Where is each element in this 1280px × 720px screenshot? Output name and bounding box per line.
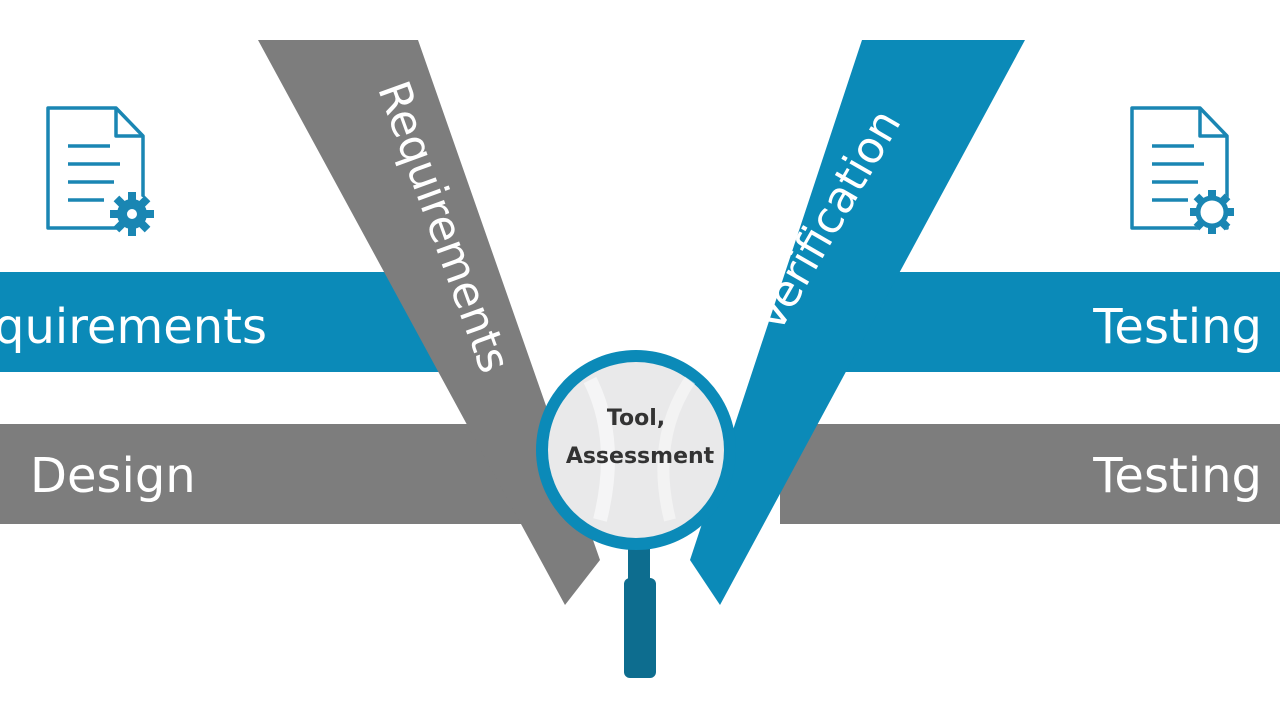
- right-diagonal-arm: [690, 40, 1025, 605]
- right-top-band: [830, 272, 1280, 372]
- left-top-band: [0, 272, 440, 372]
- lens-shine: [583, 376, 615, 522]
- magnifier-lens: [548, 362, 724, 538]
- magnifier-neck: [628, 545, 650, 585]
- right-bottom-band-label: Testing: [1092, 448, 1262, 504]
- magnifying-glass-icon: Tool, Assessment: [536, 350, 736, 678]
- left-top-band-label: quirements: [0, 299, 267, 355]
- right-top-band-label: Testing: [1092, 299, 1262, 355]
- right-bottom-band: [780, 424, 1280, 524]
- left-diagonal-arm: [258, 40, 600, 605]
- lens-label-line2: Assessment: [566, 444, 715, 469]
- lens-label-line1: Tool,: [607, 406, 665, 431]
- right-document-gear-icon: [1130, 106, 1234, 234]
- lens-shine-right: [657, 376, 696, 522]
- left-document-gear-icon: [46, 106, 154, 236]
- magnifier-handle: [624, 578, 656, 678]
- left-bottom-band: [0, 424, 540, 524]
- left-bottom-band-label: Design: [30, 448, 196, 504]
